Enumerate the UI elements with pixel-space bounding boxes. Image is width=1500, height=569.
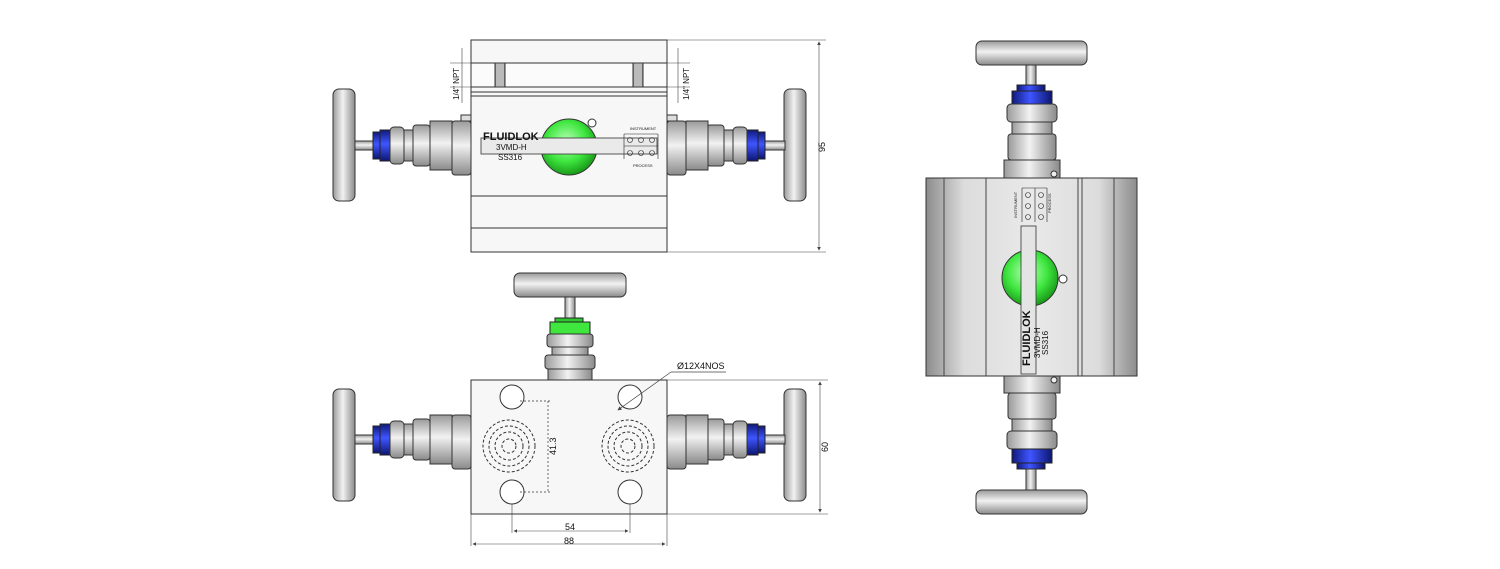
npt-thread-right bbox=[632, 62, 644, 88]
npt-dimension-left bbox=[450, 48, 471, 103]
overall-width-dimension bbox=[470, 514, 668, 546]
height-label-top: 95 bbox=[817, 142, 827, 152]
svg-text:PROCESS: PROCESS bbox=[1047, 193, 1052, 213]
hole-note-leader bbox=[617, 371, 726, 411]
overall-width-label: 88 bbox=[564, 536, 574, 546]
npt-label-left: 1/4" NPT bbox=[452, 68, 461, 100]
side-model-label: 3VMD-H bbox=[1033, 327, 1042, 358]
material-label: SS316 bbox=[498, 153, 523, 162]
handwheel-right[interactable] bbox=[783, 88, 807, 202]
hole-vertical-label: 41.3 bbox=[548, 437, 558, 455]
front-view: 41.3 Ø12X4NOS bbox=[332, 272, 830, 546]
hole-spacing-label: 54 bbox=[565, 522, 575, 532]
handwheel-top[interactable] bbox=[513, 272, 627, 298]
handwheel-side-top[interactable] bbox=[975, 40, 1088, 66]
npt-label-right: 1/4" NPT bbox=[682, 68, 691, 100]
front-right-valve bbox=[666, 388, 807, 502]
svg-text:PROCESS: PROCESS bbox=[633, 163, 653, 168]
handwheel-front-right[interactable] bbox=[783, 388, 807, 502]
left-valve-assembly bbox=[332, 88, 472, 202]
side-flow-schematic: INSTRUMENT PROCESS bbox=[1013, 187, 1052, 222]
svg-text:INSTRUMENT: INSTRUMENT bbox=[1013, 191, 1018, 218]
right-valve-assembly bbox=[666, 88, 807, 202]
svg-text:INSTRUMENT: INSTRUMENT bbox=[630, 126, 657, 131]
handwheel-side-bottom[interactable] bbox=[975, 489, 1088, 515]
front-left-valve bbox=[332, 388, 472, 502]
flow-schematic: INSTRUMENT PROCESS bbox=[623, 126, 659, 168]
handwheel-left[interactable] bbox=[332, 88, 356, 202]
npt-dimension-right bbox=[667, 48, 690, 103]
height-dimension-top bbox=[667, 39, 826, 253]
brand-label: FLUIDLOK bbox=[483, 131, 539, 143]
hole-note-label: Ø12X4NOS bbox=[677, 361, 725, 371]
process-ports bbox=[482, 419, 655, 473]
height-label-bottom: 60 bbox=[820, 442, 830, 452]
side-brand-label: FLUIDLOK bbox=[1021, 310, 1033, 366]
side-view: FLUIDLOK 3VMD-H SS316 INSTRUMENT PROCESS bbox=[925, 40, 1138, 515]
side-material-label: SS316 bbox=[1041, 330, 1050, 355]
height-dimension-bottom bbox=[667, 379, 828, 515]
top-view: FLUIDLOK 3VMD-H SS316 INSTRUMENT PROCESS bbox=[332, 39, 827, 253]
npt-thread-left bbox=[494, 62, 506, 88]
hole-spacing-dimension bbox=[511, 504, 631, 533]
handwheel-front-left[interactable] bbox=[332, 388, 356, 502]
bolt-holes bbox=[499, 384, 643, 505]
model-label: 3VMD-H bbox=[496, 143, 527, 152]
